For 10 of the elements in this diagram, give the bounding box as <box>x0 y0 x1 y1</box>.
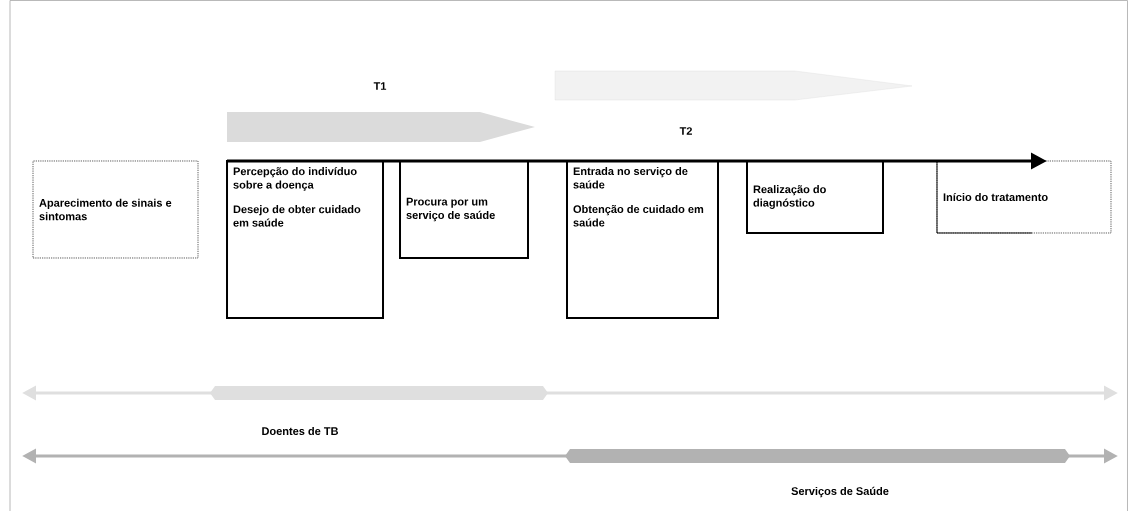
phase-label: T1 <box>373 82 387 90</box>
stage-box: Início do tratamento <box>936 160 1112 234</box>
phase-label: Serviços de Saúde <box>791 486 889 498</box>
stage-box: Realização do diagnóstico <box>746 160 884 234</box>
stage-box: Procura por um serviço de saúde <box>399 160 529 259</box>
phase-label: T2 <box>679 127 692 135</box>
stage-box: Aparecimento de sinais e sintomas <box>32 160 199 259</box>
stage-box: Entrada no serviço de saúde Obtenção de cuidado em saúde <box>566 160 719 319</box>
stage-box: Percepção do indivíduo sobre a doença Desejo de obter cuidado em saúde <box>226 160 384 319</box>
phase-label: Doentes de TB <box>262 426 338 436</box>
